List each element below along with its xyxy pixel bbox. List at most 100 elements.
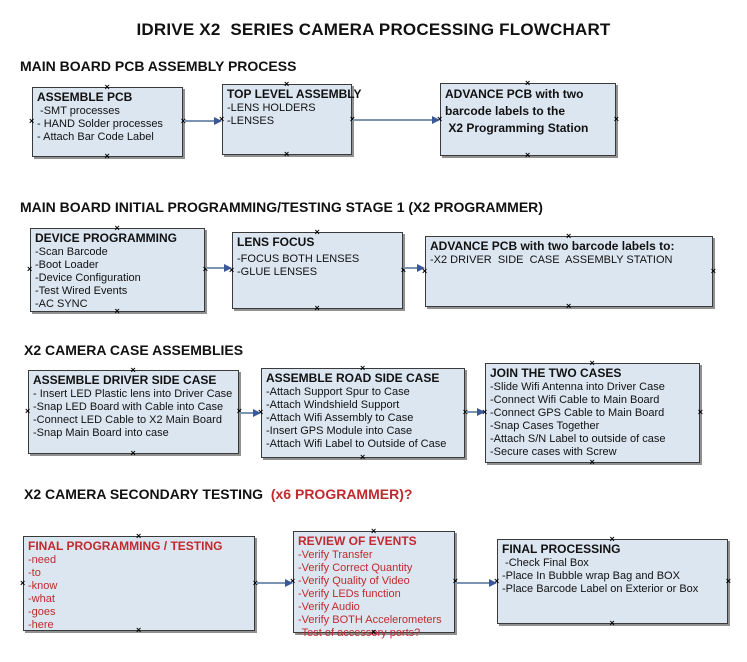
arrow-line [240,412,253,414]
box-item: -Check Final Box [502,557,589,569]
anchor-icon: × [400,264,406,275]
box-assemble-driver-side-case: ASSEMBLE DRIVER SIDE CASE - Insert LED P… [25,366,242,458]
anchor-icon: × [360,363,366,373]
arrow-line [456,582,489,584]
anchor-icon: × [609,618,615,628]
box-item: -here [28,619,54,631]
box-item: -Connect GPS Cable to Main Board [490,407,665,419]
box-item: -Place Barcode Label on Exterior or Box [502,583,699,595]
box-assemble-road-side-case: ASSEMBLE ROAD SIDE CASE -Attach Support … [258,364,468,462]
anchor-icon: × [202,264,208,274]
box-item: -goes [28,606,56,618]
arrow-line [404,267,417,269]
box-item: -what [28,593,55,605]
anchor-icon: × [314,227,320,237]
box-item: -know [28,580,58,592]
box-lens-focus: LENS FOCUS -FOCUS BOTH LENSES-GLUE LENSE… [229,228,406,313]
box-item: -Attach Windshield Support [266,399,400,411]
box-item: -Test Wired Events [35,285,128,297]
flow-arrow [240,409,261,417]
arrowhead-icon [489,579,497,587]
box-item: -Verify Correct Quantity [298,562,413,574]
anchor-icon: × [136,625,142,635]
anchor-icon: × [181,117,186,126]
arrowhead-icon [285,579,293,587]
box-items: -Verify Transfer-Verify Correct Quantity… [298,549,450,640]
box-item: -LENS HOLDERS [227,102,316,114]
section-heading-1: MAIN BOARD PCB ASSEMBLY PROCESS [20,58,296,74]
box-title: TOP LEVEL ASSEMBLY [227,87,362,101]
anchor-icon: × [609,534,615,544]
anchor-icon: × [566,301,572,311]
box-device-programming: DEVICE PROGRAMMING -Scan Barcode-Boot Lo… [27,224,208,316]
box-item: -Attach Wifi Label to Outside of Case [266,438,447,450]
box-join-the-two-cases: JOIN THE TWO CASES -Slide Wifi Antenna i… [482,359,703,467]
anchor-icon: × [20,577,26,588]
section-heading-4-red-text: (x6 PROGRAMMER)? [266,486,413,502]
box-item: -Attach Wifi Assembly to Case [266,412,414,424]
box-advance-pcb-programming-station: ADVANCE PCB with two barcode labels to t… [437,79,619,160]
arrow-line [206,267,224,269]
box-item: -Verify Transfer [298,549,373,561]
anchor-icon: × [697,407,703,417]
flow-arrow [456,579,497,587]
anchor-icon: × [284,79,290,89]
box-title: ADVANCE PCB with two barcode labels to t… [445,87,589,135]
box-item: -Connect LED Cable to X2 Main Board [33,414,222,426]
anchor-icon: × [25,406,31,416]
flow-arrow [404,264,425,272]
box-items: -need-to-know-what-goes-here [28,554,250,632]
anchor-icon: × [725,575,731,586]
anchor-icon: × [130,448,136,458]
anchor-icon: × [525,78,531,88]
box-item: -Boot Loader [35,259,99,271]
box-item: -LENSES [227,115,275,127]
anchor-icon: × [284,149,290,159]
box-item: -Secure cases with Screw [490,446,617,458]
anchor-icon: × [452,576,458,586]
flow-arrow [466,408,485,416]
arrowhead-icon [432,116,440,124]
box-item: -to [28,567,41,579]
box-title: LENS FOCUS [237,235,315,249]
anchor-icon: × [360,452,366,462]
anchor-icon: × [104,82,110,92]
anchor-icon: × [613,113,619,124]
section-heading-2: MAIN BOARD INITIAL PROGRAMMING/TESTING S… [20,199,543,215]
box-item: -Attach S/N Label to outside of case [490,433,666,445]
flow-arrow [353,116,440,124]
flow-arrow [256,579,293,587]
anchor-icon: × [236,406,242,416]
box-item: -Scan Barcode [35,246,108,258]
arrow-line [353,119,432,121]
box-item: -Attach Support Spur to Case [266,386,410,398]
arrowhead-icon [477,408,485,416]
box-item: -SMT processes [37,105,120,117]
box-title: ASSEMBLE DRIVER SIDE CASE [33,373,217,387]
box-item: -X2 DRIVER SIDE CASE ASSEMBLY STATION [430,254,673,266]
page-title: IDRIVE X2 SERIES CAMERA PROCESSING FLOWC… [136,20,611,39]
box-top-level-assembly: TOP LEVEL ASSEMBLY -LENS HOLDERS-LENSES … [219,80,362,159]
arrow-line [466,411,477,413]
box-items: -Slide Wifi Antenna into Driver Case-Con… [490,381,695,459]
section-heading-3-text: X2 CAMERA CASE ASSEMBLIES [24,342,244,358]
box-item: -Snap Cases Together [490,420,600,432]
anchor-icon: × [130,365,136,375]
box-items: -LENS HOLDERS-LENSES [227,102,347,128]
box-title: FINAL PROCESSING [502,542,621,556]
box-item: -Verify LEDs function [298,588,401,600]
anchor-icon: × [525,150,531,160]
flow-arrow [206,264,232,272]
section-heading-4: X2 CAMERA SECONDARY TESTING (x6 PROGRAMM… [24,486,412,502]
box-items: - Insert LED Plastic lens into Driver Ca… [33,388,234,440]
flow-arrow [184,117,222,125]
anchor-icon: × [589,457,595,467]
anchor-icon: × [314,303,320,313]
anchor-icon: × [27,264,33,274]
anchor-icon: × [350,114,355,124]
box-item: - Attach Bar Code Label [37,131,154,143]
section-heading-2-text: MAIN BOARD INITIAL PROGRAMMING/TESTING S… [20,199,543,215]
box-title: DEVICE PROGRAMMING [35,231,178,245]
box-items: -FOCUS BOTH LENSES-GLUE LENSES [237,253,398,279]
